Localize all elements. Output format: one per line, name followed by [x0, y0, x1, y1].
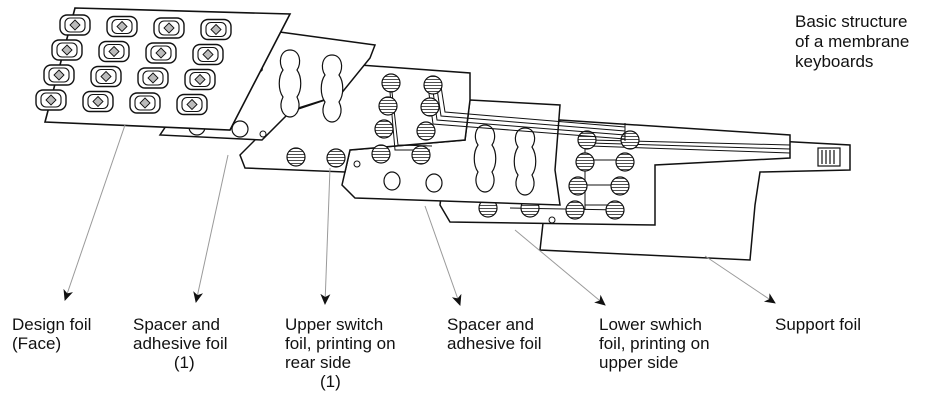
spacer-foil-1-vent-hole [260, 131, 266, 137]
label-spacer-2-line-2: adhesive foil [447, 334, 542, 353]
label-design-foil-line-2: (Face) [12, 334, 91, 353]
label-design-foil-line-1: Design foil [12, 315, 91, 334]
label-upper-switch-line-2: foil, printing on [285, 334, 396, 353]
title-line-2: of a membrane [795, 32, 909, 52]
design-foil-key [91, 67, 121, 87]
design-foil-key [83, 92, 113, 112]
label-spacer-2-line-1: Spacer and [447, 315, 542, 334]
label-lower-switch-foil: Lower swhich foil, printing on upper sid… [599, 315, 710, 372]
label-support-foil: Support foil [775, 315, 861, 334]
title-line-3: keyboards [795, 52, 909, 72]
design-foil-key [44, 65, 74, 85]
design-foil-key [36, 90, 66, 110]
design-foil-key [52, 40, 82, 60]
label-upper-switch-line-3: rear side [285, 353, 396, 372]
design-foil-key [193, 45, 223, 65]
label-lower-switch-line-2: foil, printing on [599, 334, 710, 353]
design-foil-key [130, 93, 160, 113]
design-foil-key [177, 95, 207, 115]
label-spacer-foil-2: Spacer and adhesive foil [447, 315, 542, 353]
upper-switch-vent-hole [354, 161, 360, 167]
design-foil-key [138, 68, 168, 88]
design-foil-key [146, 43, 176, 63]
design-foil-key [201, 20, 231, 40]
label-spacer-foil-1: Spacer and adhesive foil (1) [133, 315, 228, 372]
design-foil-key [99, 42, 129, 62]
label-support-line-1: Support foil [775, 315, 861, 334]
design-foil-key [185, 70, 215, 90]
title-line-1: Basic structure [795, 12, 909, 32]
design-foil-key [154, 18, 184, 38]
label-spacer-1-line-2: adhesive foil [133, 334, 228, 353]
label-lower-switch-line-3: upper side [599, 353, 710, 372]
label-lower-switch-line-1: Lower swhich [599, 315, 710, 334]
label-design-foil: Design foil (Face) [12, 315, 91, 353]
diagram-title: Basic structure of a membrane keyboards [795, 12, 909, 72]
design-foil-key [107, 17, 137, 37]
label-upper-switch-foil: Upper switch foil, printing on rear side… [285, 315, 396, 391]
design-foil-key [60, 15, 90, 35]
label-upper-switch-note: (1) [285, 372, 396, 391]
label-spacer-1-note: (1) [133, 353, 228, 372]
lower-switch-vent-hole [549, 217, 555, 223]
label-upper-switch-line-1: Upper switch [285, 315, 396, 334]
label-spacer-1-line-1: Spacer and [133, 315, 228, 334]
support-foil-connector [818, 148, 840, 166]
